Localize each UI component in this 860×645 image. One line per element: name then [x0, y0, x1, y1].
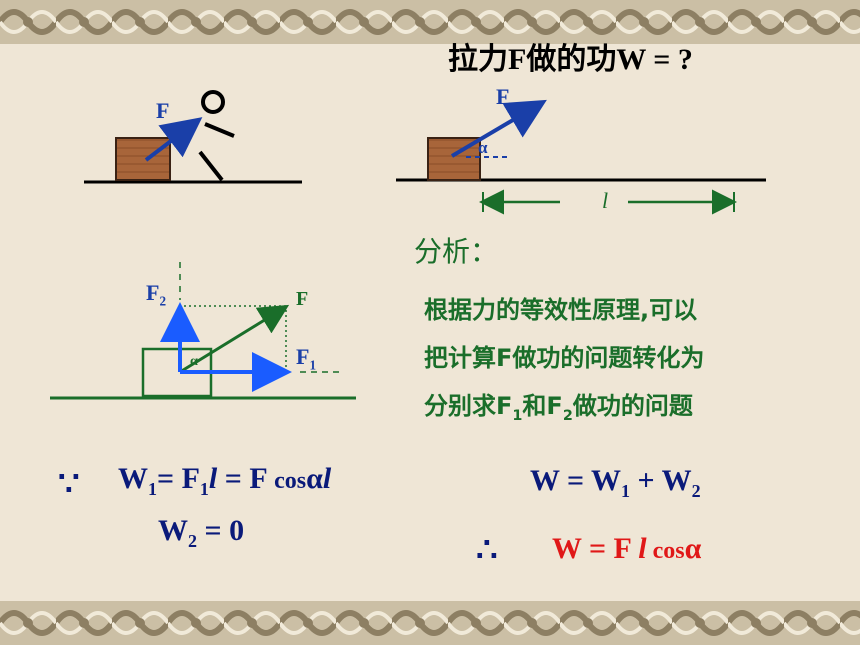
person-leg [198, 150, 224, 182]
figure2-force-label: F [496, 84, 510, 109]
analysis-line-3: 分别求F1和F2做功的问题 [424, 392, 693, 424]
force-arrow [144, 117, 203, 162]
therefore-symbol: ∴ [476, 532, 498, 569]
page-title: 拉力F做的功W = ? [448, 43, 693, 76]
figure-block-displacement [396, 99, 766, 215]
force-arrow [450, 99, 547, 158]
equation-result: W = F l cosα [552, 532, 702, 565]
figure2-angle-label: α [478, 138, 488, 157]
because-symbol: ∵ [58, 466, 80, 503]
equation-w1: W1= F1l = F cosαl [118, 462, 332, 499]
decorative-border-top [0, 0, 860, 44]
figure3-angle-label: α [190, 354, 198, 369]
person-arm [204, 122, 235, 138]
decorative-border-bottom [0, 601, 860, 645]
equation-w2: W2 = 0 [158, 514, 245, 551]
figure-force-decomposition [50, 262, 356, 400]
f-arrow [179, 304, 290, 374]
figure1-force-label: F [156, 98, 170, 123]
figure-person-pulling-block [84, 90, 302, 184]
analysis-line-2: 把计算F做功的问题转化为 [424, 344, 705, 372]
figure2-distance-label: l [602, 188, 609, 213]
wooden-block [115, 137, 171, 181]
figure3-f-label: F [296, 288, 309, 310]
person-head [201, 90, 225, 114]
figure3-f1-label: F1 [296, 344, 317, 373]
analysis-line-1: 根据力的等效性原理,可以 [424, 296, 698, 324]
figure3-f2-label: F2 [146, 280, 167, 309]
equation-sum: W = W1 + W2 [530, 464, 701, 501]
analysis-heading: 分析： [414, 235, 499, 268]
